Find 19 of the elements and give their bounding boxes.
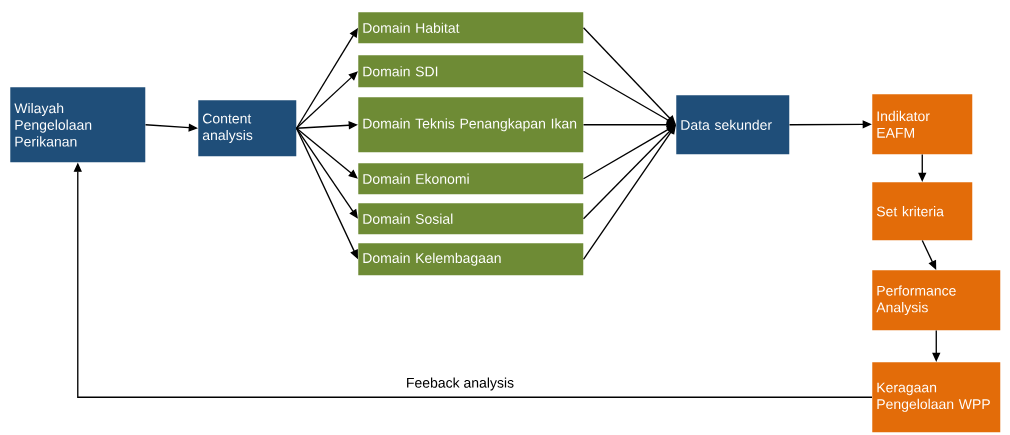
arrow bbox=[582, 70, 676, 125]
process-box: Performance Analysis bbox=[872, 270, 1001, 331]
process-box: Indikator EAFM bbox=[872, 94, 973, 155]
arrow bbox=[921, 239, 937, 270]
domain-box: Domain Kelembagaan bbox=[358, 243, 584, 276]
arrow bbox=[295, 127, 358, 179]
domain-box: Domain Ekonomi bbox=[358, 163, 584, 195]
edge-label: Feeback analysis bbox=[407, 377, 514, 391]
region-box: Wilayah Pengelolaan Perikanan bbox=[10, 87, 146, 163]
domain-box: Domain SDI bbox=[358, 55, 584, 88]
domain-box: Domain Sosial bbox=[358, 203, 584, 235]
data-box: Data sekunder bbox=[676, 95, 790, 155]
process-box: Set kriteria bbox=[872, 182, 973, 241]
domain-box: Domain Teknis Penangkapan Ikan bbox=[358, 97, 584, 153]
arrow bbox=[295, 71, 358, 129]
result-box: Keragaan Pengelolaan WPP bbox=[872, 362, 1001, 433]
arrow bbox=[295, 127, 358, 219]
process-box: Content analysis bbox=[198, 100, 297, 157]
domain-box: Domain Habitat bbox=[358, 12, 584, 44]
